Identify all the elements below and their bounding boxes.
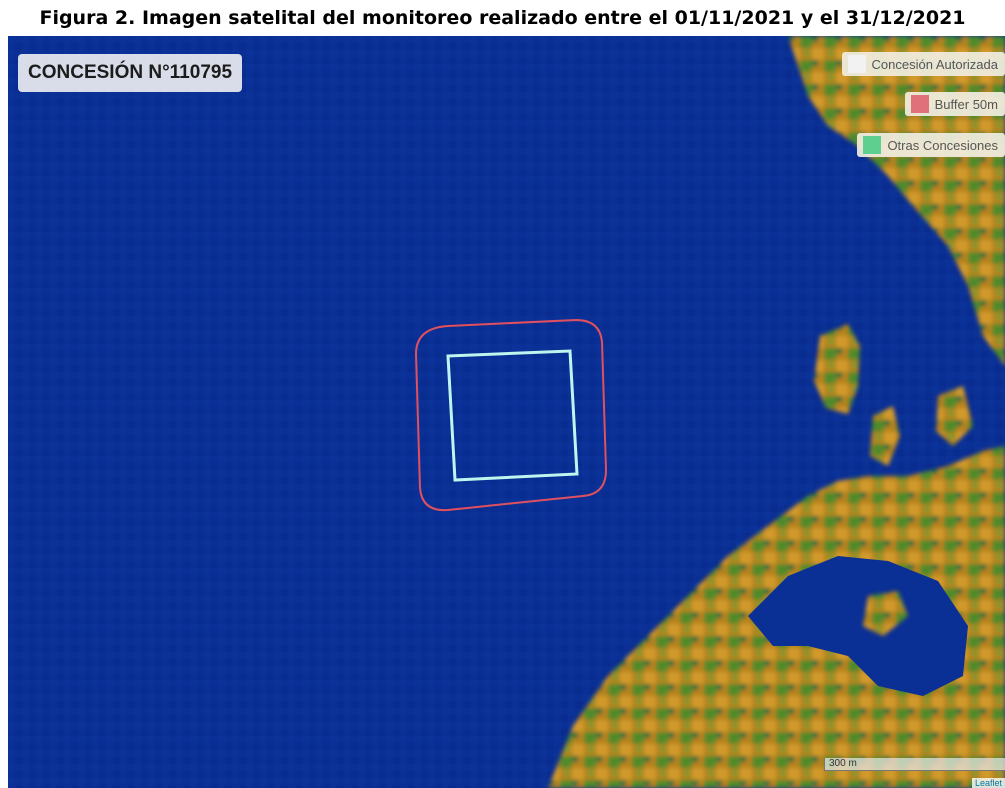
satellite-imagery (8, 36, 1005, 788)
buffer-outline (414, 318, 608, 512)
land-islets-east (870, 406, 900, 466)
legend-swatch-otras (863, 136, 882, 154)
scale-label: 300 m (829, 758, 857, 769)
land-north-coast (788, 36, 1005, 366)
scale-bar: 300 m (824, 758, 1005, 771)
legend-swatch-buffer (910, 95, 929, 113)
bay-island (863, 591, 908, 636)
legend-swatch-concesion (847, 55, 866, 73)
figure-caption: Figura 2. Imagen satelital del monitoreo… (39, 7, 966, 29)
legend-label: Buffer 50m (934, 96, 998, 112)
legend-item-concesion-autorizada: Concesión Autorizada (841, 52, 1005, 76)
land-islets-east-2 (936, 386, 973, 446)
concession-title: CONCESIÓN N°110795 (18, 54, 243, 92)
legend-item-buffer: Buffer 50m (904, 92, 1005, 116)
land-island (814, 324, 860, 414)
legend-label: Otras Concesiones (887, 137, 998, 153)
satellite-map[interactable]: CONCESIÓN N°110795 Concesión Autorizada … (8, 36, 1005, 788)
legend-label: Concesión Autorizada (871, 56, 998, 72)
bay-water (748, 556, 968, 696)
concession-outline (446, 349, 579, 482)
legend-item-otras-concesiones: Otras Concesiones (857, 133, 1005, 157)
map-attribution[interactable]: Leaflet (971, 778, 1005, 788)
